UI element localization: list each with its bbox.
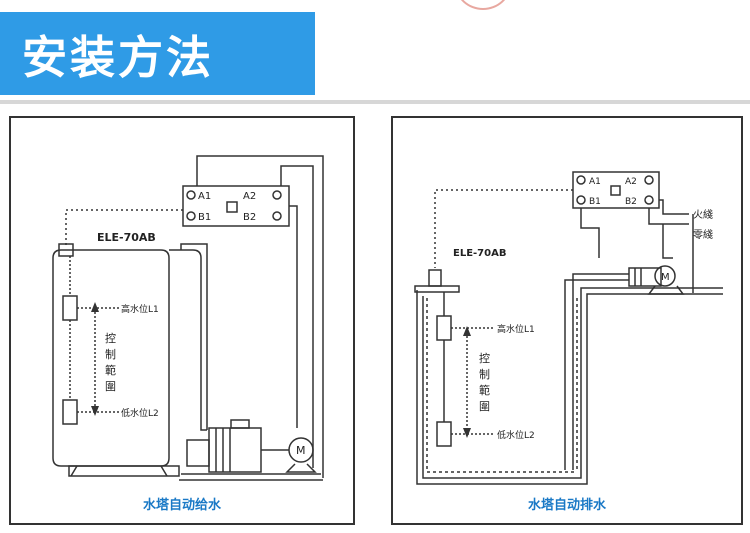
control-range-char-1: 控 [479,351,490,365]
live-wire-label: 火綫 [693,208,713,221]
model-label: ELE-70AB [453,248,506,259]
terminal-b2: B2 [243,212,256,223]
control-range-char-4: 圍 [105,380,116,393]
terminal-a2: A2 [625,177,637,187]
motor-label: M [661,272,670,283]
terminal-b2: B2 [625,197,637,207]
control-range-char-1: 控 [105,331,116,345]
model-label: ELE-70AB [97,231,156,244]
low-level-label: 低水位L2 [121,407,159,419]
terminal-a1: A1 [198,191,211,202]
high-level-label: 高水位L1 [121,303,159,315]
motor-label: M [296,444,306,457]
supply-diagram: A1 A2 B1 B2 ELE-70AB 高水位L1 低水位L2 控 制 範 圍… [52,155,324,481]
control-range-char-4: 圍 [479,400,490,413]
supply-diagram-panel: A1 A2 B1 B2 ELE-70AB 高水位L1 低水位L2 控 制 範 圍… [9,116,355,525]
terminal-a1: A1 [589,177,601,187]
low-level-label: 低水位L2 [497,429,535,441]
divider [0,100,750,104]
drain-diagram: A1 A2 B1 B2 火綫 零綫 ELE-70AB 高水位L1 低水位L2 控… [414,171,723,485]
supply-caption: 水塔自动给水 [142,498,221,513]
decorative-arc [455,0,511,10]
control-range-char-3: 範 [105,363,116,377]
drain-diagram-panel: A1 A2 B1 B2 火綫 零綫 ELE-70AB 高水位L1 低水位L2 控… [391,116,743,525]
control-range-char-2: 制 [479,368,490,381]
section-header: 安装方法 [0,12,315,95]
terminal-b1: B1 [589,197,601,207]
control-range-char-2: 制 [105,348,116,361]
drain-caption: 水塔自动排水 [527,498,606,513]
terminal-b1: B1 [198,212,211,223]
neutral-wire-label: 零綫 [693,228,713,241]
control-range-char-3: 範 [479,383,490,397]
high-level-label: 高水位L1 [497,323,535,335]
terminal-a2: A2 [243,191,256,202]
motor-circle [654,265,676,287]
section-title: 安装方法 [22,31,215,84]
